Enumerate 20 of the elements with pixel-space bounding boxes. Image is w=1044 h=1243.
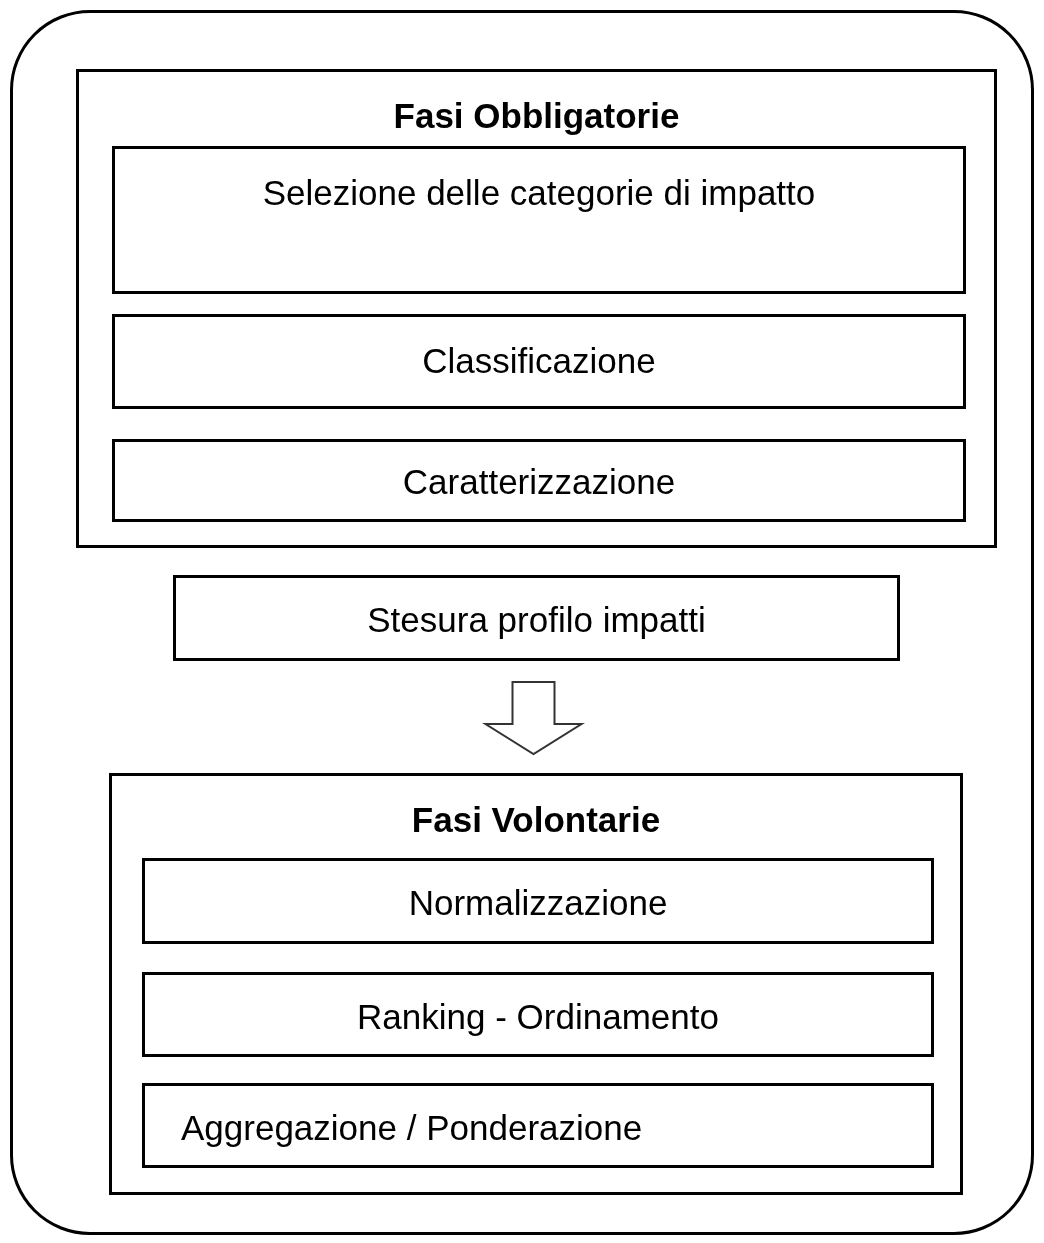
process-box — [142, 1083, 934, 1168]
group-box — [109, 773, 963, 1195]
group-box — [76, 69, 997, 548]
process-box — [112, 439, 966, 522]
group-title: Fasi Obbligatorie — [392, 96, 681, 137]
step-label: Caratterizzazione — [401, 462, 677, 503]
process-box — [142, 972, 934, 1057]
block-arrow — [482, 681, 585, 756]
step-label: Classificazione — [421, 341, 657, 382]
process-box — [173, 575, 900, 661]
step-label: Aggregazione / Ponderazione — [180, 1108, 644, 1149]
step-label: Stesura profilo impatti — [366, 600, 707, 641]
step-label: Normalizzazione — [407, 883, 669, 924]
process-box — [112, 146, 966, 294]
process-box — [142, 858, 934, 944]
step-label: Selezione delle categorie di impatto — [261, 173, 817, 214]
group-title: Fasi Volontarie — [410, 800, 662, 841]
rounded-frame — [10, 10, 1034, 1235]
process-box — [112, 314, 966, 409]
step-label: Ranking - Ordinamento — [356, 997, 720, 1038]
